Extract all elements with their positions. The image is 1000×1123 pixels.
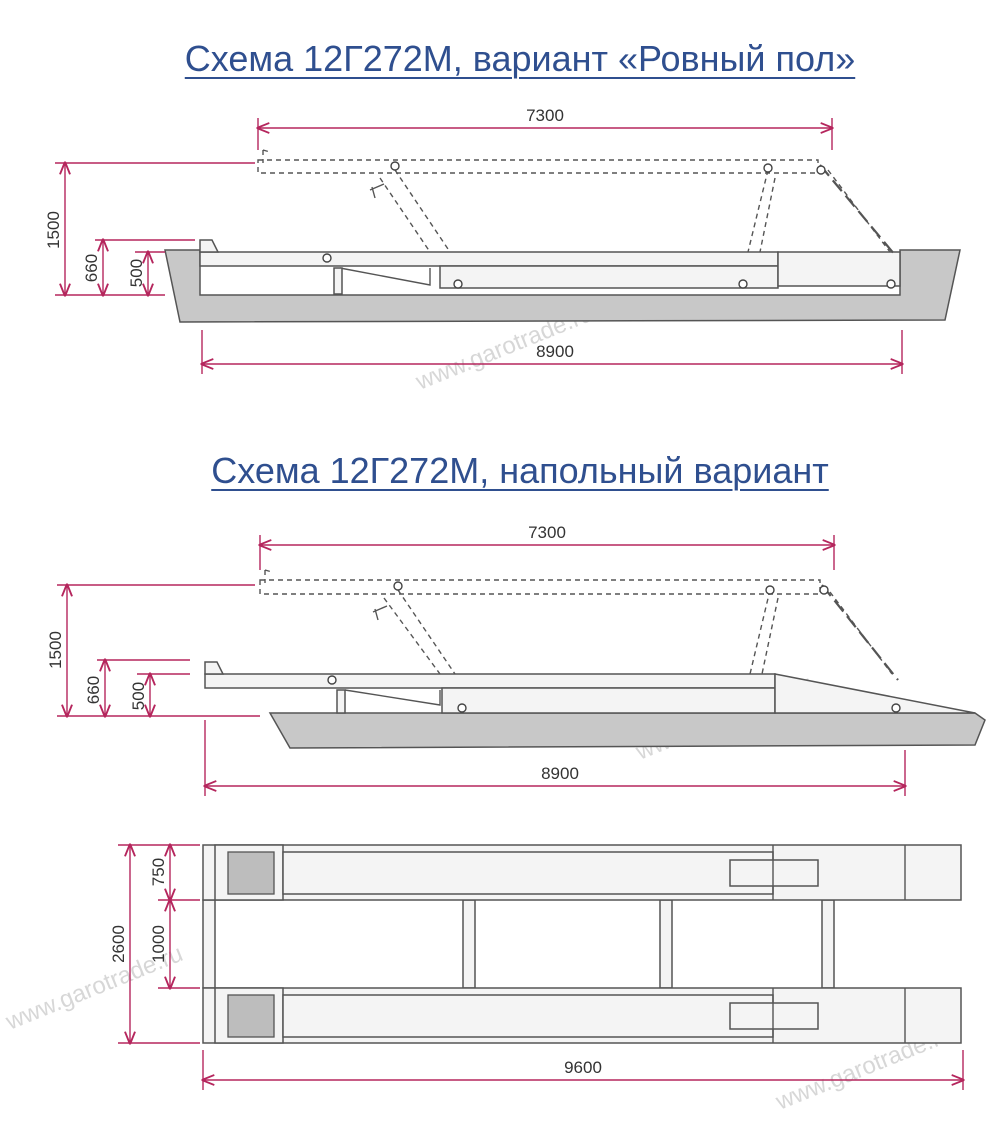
pivot-pin	[816, 165, 826, 175]
front-stop	[199, 239, 220, 253]
ramp-slot	[729, 859, 819, 887]
cross-beam	[659, 899, 673, 989]
pivot-pin	[322, 253, 332, 263]
dimensions-plan-view: 2600 750 1000 9600	[109, 845, 963, 1090]
dim-height-660: 660	[82, 254, 101, 282]
support-post	[333, 267, 343, 295]
platform-lowered	[204, 673, 776, 689]
front-pad	[227, 994, 275, 1038]
raised-rear-strut-2	[827, 169, 891, 253]
raised-stop-outline	[264, 569, 273, 583]
diagram-title-flat-floor: Схема 12Г272М, вариант «Ровный пол»	[184, 38, 856, 79]
pivot-pin	[457, 703, 467, 713]
dim-length-total: 8900	[536, 342, 574, 361]
lift-arm-lowered	[339, 267, 431, 286]
pivot-pin	[393, 581, 403, 591]
cross-beam	[462, 899, 476, 989]
pivot-pin	[390, 161, 400, 171]
dim-height-raised: 1500	[44, 211, 63, 249]
raised-stop-outline	[262, 149, 271, 163]
floor-slab	[268, 712, 986, 749]
runway-deck	[282, 851, 774, 895]
support-post	[336, 689, 346, 714]
pivot-pin	[738, 279, 748, 289]
dim-runway-width: 750	[149, 858, 168, 886]
cross-beam	[821, 899, 835, 989]
arm-bracket	[372, 605, 388, 621]
runway-deck	[282, 994, 774, 1038]
dim-length-raised: 7300	[526, 106, 564, 125]
rear-ramp-block	[777, 251, 901, 287]
pivot-pin	[763, 163, 773, 173]
ramp-slot	[729, 1002, 819, 1030]
dim-length-raised: 7300	[528, 523, 566, 542]
lift-arm-lowered	[344, 689, 441, 706]
dim-length-total: 8900	[541, 764, 579, 783]
front-pad	[227, 851, 275, 895]
side-view-flat-floor	[164, 149, 961, 323]
dim-height-500: 500	[127, 259, 146, 287]
dimensions-diagram-1: 7300 8900 1500 660 500	[44, 106, 902, 374]
platform-raised-outline	[259, 579, 821, 595]
lower-frame	[441, 687, 776, 714]
rear-ramp	[774, 673, 976, 714]
pivot-pin	[886, 279, 896, 289]
pivot-pin	[819, 585, 829, 595]
arm-bracket	[369, 183, 385, 199]
pivot-pin	[453, 279, 463, 289]
side-view-floor-mounted	[204, 569, 986, 749]
platform-lowered	[199, 251, 779, 267]
dim-height-500: 500	[129, 682, 148, 710]
dim-length-total: 9600	[564, 1058, 602, 1077]
pivot-pin	[765, 585, 775, 595]
platform-raised-outline	[257, 159, 819, 174]
raised-rear-strut-2	[829, 591, 893, 675]
diagram-title-floor-mounted: Схема 12Г272М, напольный вариант	[211, 450, 829, 491]
pivot-pin	[891, 703, 901, 713]
pivot-pin	[327, 675, 337, 685]
cross-beam	[202, 899, 216, 989]
lower-frame	[439, 265, 779, 289]
dimensions-diagram-2: 7300 8900 1500 660 500	[46, 523, 905, 796]
raised-scissor-rear	[749, 589, 779, 675]
dim-gap: 1000	[149, 925, 168, 963]
raised-scissor-rear	[747, 169, 776, 253]
raised-scissor-front	[379, 169, 451, 253]
dim-width-total: 2600	[109, 925, 128, 963]
dim-height-raised: 1500	[46, 631, 65, 669]
dim-height-660: 660	[84, 676, 103, 704]
front-stop	[204, 661, 225, 675]
raised-scissor-front	[383, 589, 456, 675]
plan-view	[202, 844, 962, 1044]
